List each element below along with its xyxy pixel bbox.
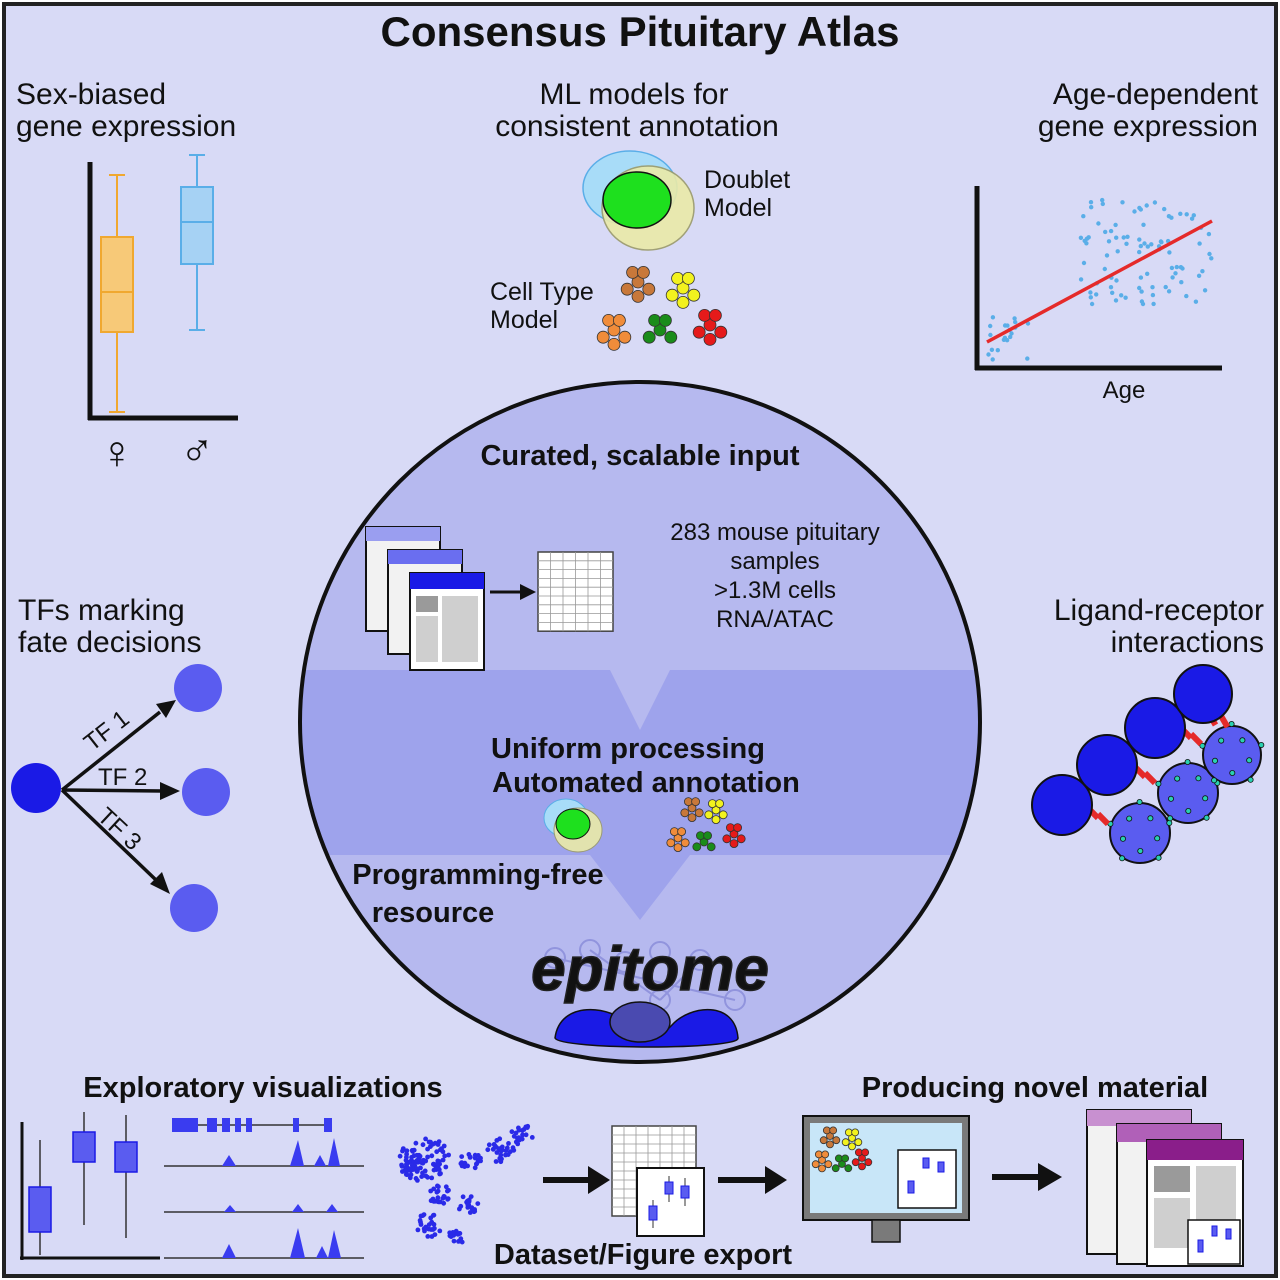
- age-scatter-points: [986, 197, 1214, 362]
- epitome-wordmark: epitome: [531, 935, 769, 1004]
- celltype-label-line1: Cell Type: [490, 278, 594, 306]
- mini-boxplots: [20, 1112, 160, 1260]
- circle-fill: [300, 382, 980, 1062]
- sender-cell-4: [1173, 664, 1233, 724]
- ligand-receptor-panel: Ligand-receptor interactions: [1031, 594, 1265, 864]
- celltype-label-line2: Model: [490, 306, 558, 334]
- processing-line-1: Uniform processing: [491, 733, 765, 765]
- tfs-panel-title-line2: fate decisions: [18, 626, 201, 659]
- novel-material-pages: [1086, 1109, 1244, 1267]
- processing-band: [300, 670, 980, 920]
- age-panel: Age-dependent gene expression Age: [974, 78, 1259, 404]
- sender-cell-3: [1124, 697, 1186, 759]
- tf1-arrow: [60, 710, 162, 792]
- tf3-arrow: [60, 788, 158, 882]
- age-trend-line: [986, 219, 1213, 344]
- ligand-panel-title-line1: Ligand-receptor: [1054, 594, 1264, 627]
- monitor-icon: [802, 1115, 970, 1243]
- female-boxplot: [100, 174, 134, 413]
- flow-arrows: [543, 1163, 1062, 1194]
- mini-doublet-model: [555, 808, 591, 840]
- fate-cell-3: [170, 884, 218, 932]
- doublet-label-line2: Model: [704, 194, 772, 222]
- ml-panel-title-line1: ML models for: [540, 78, 729, 111]
- export-icon: [611, 1125, 705, 1237]
- female-symbol: ♀: [100, 426, 135, 478]
- genome-tracks: [164, 1118, 364, 1259]
- fate-cell-2: [182, 768, 230, 816]
- sample-sheets-icon: [365, 526, 485, 671]
- input-data-table: [537, 551, 614, 632]
- stats-line-3: >1.3M cells: [714, 577, 836, 604]
- ml-models-panel: ML models for consistent annotation Doub…: [490, 78, 790, 351]
- exploratory-title: Exploratory visualizations: [83, 1072, 442, 1104]
- bottom-row: Exploratory visualizations Producing nov…: [20, 1072, 1244, 1271]
- resource-line-1: Programming-free: [352, 859, 603, 891]
- sender-cell-1: [1031, 774, 1093, 836]
- receiver-cell-1: [1109, 802, 1171, 864]
- ligand-panel-title-line2: interactions: [1111, 626, 1264, 659]
- receptor-dots: [1107, 721, 1265, 862]
- sex-panel-title-line1: Sex-biased: [16, 78, 166, 111]
- celltype-clusters: [596, 265, 728, 351]
- doublet-ellipse-green: [602, 171, 672, 229]
- page-title: Consensus Pituitary Atlas: [381, 8, 900, 55]
- doublet-label-line1: Doublet: [704, 166, 790, 194]
- age-x-label: Age: [1103, 377, 1146, 404]
- novel-title: Producing novel material: [862, 1072, 1208, 1104]
- ml-panel-title-line2: consistent annotation: [495, 110, 779, 143]
- resource-line-2: resource: [372, 897, 495, 929]
- stats-line-2: samples: [730, 548, 819, 575]
- circle-outline: [298, 380, 982, 1064]
- epitome-logo: epitome: [530, 934, 770, 1048]
- input-title: Curated, scalable input: [480, 440, 799, 472]
- fate-cell-1: [174, 664, 222, 712]
- sex-biased-panel: Sex-biased gene expression ♀ ♂: [16, 78, 238, 478]
- progenitor-cell: [11, 763, 61, 813]
- umap-plot: [397, 1123, 535, 1245]
- central-circle: Curated, scalable input 283 mouse pituit…: [298, 380, 982, 1064]
- export-title: Dataset/Figure export: [494, 1239, 792, 1271]
- male-boxplot: [180, 154, 214, 331]
- age-panel-title-line2: gene expression: [1038, 110, 1258, 143]
- age-panel-title-line1: Age-dependent: [1053, 78, 1259, 111]
- mini-celltype-clusters: [666, 797, 746, 852]
- processing-line-2: Automated annotation: [492, 767, 800, 799]
- male-symbol: ♂: [180, 424, 215, 476]
- tfs-panel-title-line1: TFs marking: [18, 594, 185, 627]
- sender-cell-2: [1076, 734, 1138, 796]
- stats-line-1: 283 mouse pituitary: [670, 519, 879, 546]
- stats-line-4: RNA/ATAC: [716, 606, 834, 633]
- tf2-label: TF 2: [98, 764, 147, 791]
- tf2-arrow: [61, 788, 163, 793]
- sex-panel-title-line2: gene expression: [16, 110, 236, 143]
